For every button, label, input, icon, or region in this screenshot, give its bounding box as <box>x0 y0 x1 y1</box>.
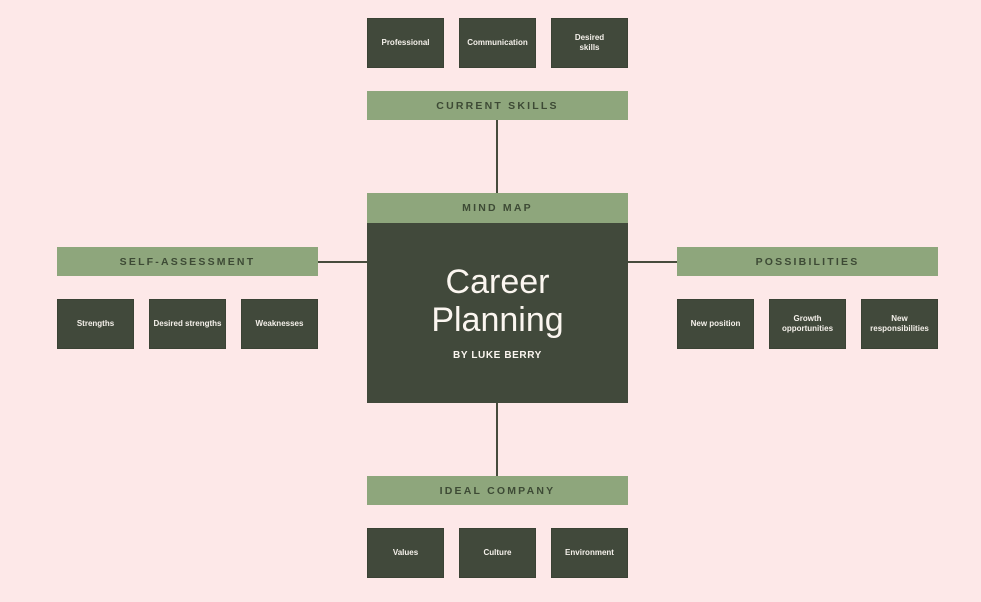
label-current-skills[interactable]: CURRENT SKILLS <box>367 91 628 120</box>
connector-bottom <box>496 403 498 476</box>
node-label: Environment <box>565 548 614 557</box>
label-text: SELF-ASSESSMENT <box>119 255 256 268</box>
label-text: POSSIBILITIES <box>755 255 860 268</box>
label-text: MIND MAP <box>462 202 533 214</box>
node-label: Growth opportunities <box>781 314 834 333</box>
node-label: Culture <box>483 548 512 557</box>
label-self-assessment[interactable]: SELF-ASSESSMENT <box>57 247 318 276</box>
label-possibilities[interactable]: POSSIBILITIES <box>677 247 938 276</box>
node-growth-opportunities[interactable]: Growth opportunities <box>769 299 846 349</box>
connector-right <box>628 261 677 263</box>
connector-left <box>318 261 367 263</box>
label-mind-map[interactable]: MIND MAP <box>367 193 628 223</box>
node-culture[interactable]: Culture <box>459 528 536 578</box>
node-label: Professional <box>381 38 430 47</box>
node-values[interactable]: Values <box>367 528 444 578</box>
label-text: CURRENT SKILLS <box>436 99 559 112</box>
central-topic[interactable]: Career Planning BY LUKE BERRY <box>367 223 628 403</box>
label-text: IDEAL COMPANY <box>439 484 556 497</box>
node-new-position[interactable]: New position <box>677 299 754 349</box>
node-weaknesses[interactable]: Weaknesses <box>241 299 318 349</box>
node-label: Desired skills <box>574 33 605 52</box>
node-label: Values <box>392 548 419 557</box>
node-label: New responsibilities <box>870 314 929 333</box>
node-label: Weaknesses <box>255 319 304 328</box>
node-label: New position <box>690 319 741 328</box>
node-communication[interactable]: Communication <box>459 18 536 68</box>
node-label: Strengths <box>76 319 115 328</box>
label-ideal-company[interactable]: IDEAL COMPANY <box>367 476 628 505</box>
node-environment[interactable]: Environment <box>551 528 628 578</box>
central-title: Career Planning <box>431 263 564 339</box>
node-desired-skills[interactable]: Desired skills <box>551 18 628 68</box>
node-desired-strengths[interactable]: Desired strengths <box>149 299 226 349</box>
node-strengths[interactable]: Strengths <box>57 299 134 349</box>
central-author: BY LUKE BERRY <box>453 350 542 361</box>
connector-top <box>496 120 498 193</box>
node-professional[interactable]: Professional <box>367 18 444 68</box>
node-new-responsibilities[interactable]: New responsibilities <box>861 299 938 349</box>
node-label: Desired strengths <box>153 319 222 328</box>
node-label: Communication <box>467 38 528 47</box>
